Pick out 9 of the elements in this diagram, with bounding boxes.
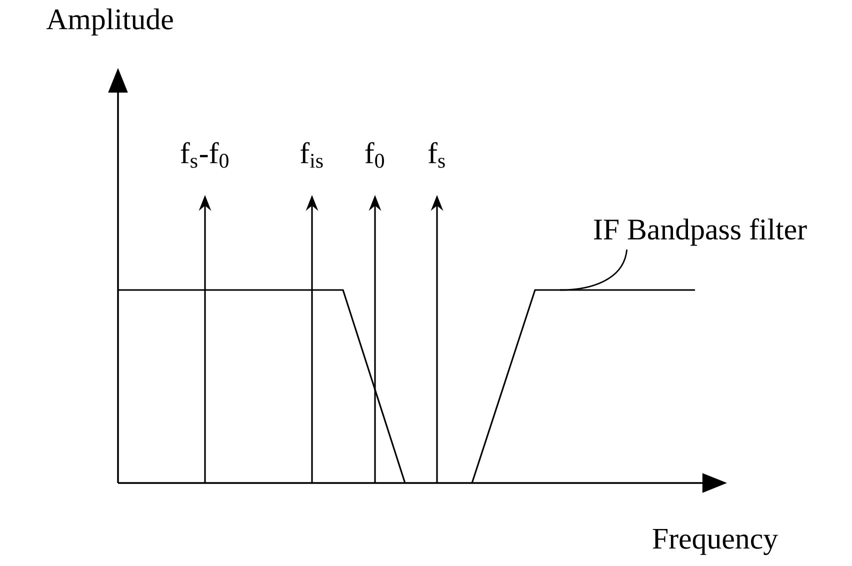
callout-label: IF Bandpass filter bbox=[594, 218, 807, 246]
frequency-label: f$_{is}$ bbox=[300, 142, 323, 168]
frequency-label: f$_{0}$ bbox=[365, 142, 384, 168]
axis-label: Frequency bbox=[652, 529, 778, 555]
frequency-label: f$_{s}$-f$_{0}$ bbox=[180, 142, 228, 168]
leader-line bbox=[560, 249, 628, 291]
axis-label: Amplitude bbox=[46, 8, 173, 36]
frequency-label: f$_{s}$ bbox=[428, 142, 445, 168]
filter-curve bbox=[117, 289, 696, 484]
